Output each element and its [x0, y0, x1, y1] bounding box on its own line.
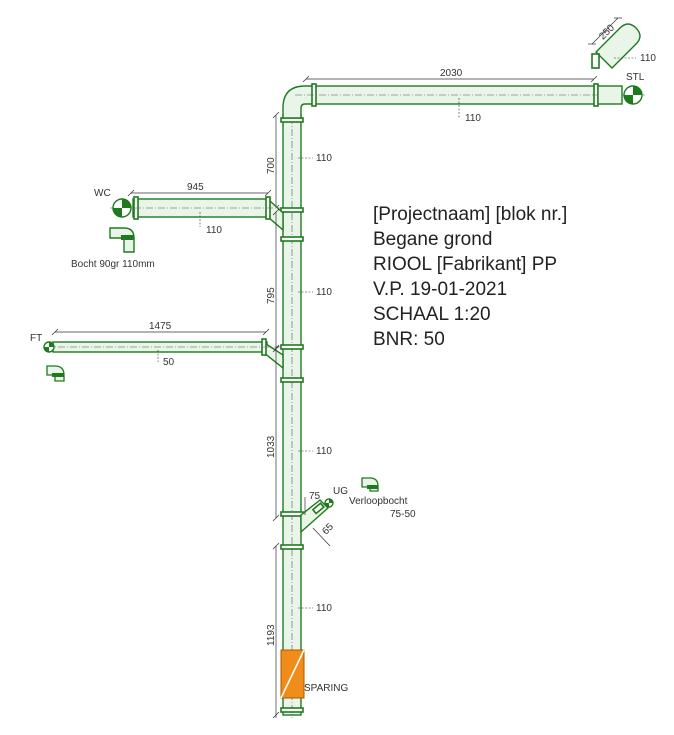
segment-1033: 1033 110 [266, 345, 332, 522]
dia-top-run: 110 [465, 113, 481, 124]
reducer-label-1: Verloopbocht [349, 496, 408, 507]
title-line-1: [Projectnaam] [blok nr.] [373, 204, 567, 225]
bend-label: Bocht 90gr 110mm [71, 259, 155, 270]
stl-pipe [597, 85, 623, 105]
dim-seg-2: 795 [266, 287, 277, 304]
reducer-icon [361, 477, 379, 492]
dia-seg-4: 110 [316, 603, 332, 614]
segment-1193: 1193 110 [266, 542, 332, 719]
title-line-2: Begane grond [373, 229, 492, 250]
stl-branch: 250 110 [588, 17, 656, 69]
dim-wc-branch: 945 [187, 182, 204, 193]
stl-branch-pipe [595, 23, 641, 69]
coupling [591, 53, 600, 69]
opening-label: SPARING [304, 683, 348, 694]
opening: SPARING [280, 649, 348, 699]
wc-label: WC [94, 188, 111, 199]
wc-branch: WC 945 110 Bocht 90gr 110mm [71, 182, 284, 270]
dim-ug-75: 75 [309, 491, 321, 502]
title-line-3: RIOOL [Fabrikant] PP [373, 254, 557, 275]
stl-label: STL [626, 72, 645, 83]
ug-branch: UG 75 65 Verloopbocht 75-50 [300, 477, 416, 547]
dim-ft-branch: 1475 [149, 321, 172, 332]
ft-branch: FT 1475 50 [30, 321, 284, 382]
wc-branch-pipe [132, 198, 271, 218]
dia-ft: 50 [163, 357, 175, 368]
dia-seg-2: 110 [316, 287, 332, 298]
dia-wc: 110 [206, 225, 222, 236]
ug-label: UG [333, 486, 348, 497]
dia-seg-3: 110 [316, 446, 332, 457]
title-line-6: BNR: 50 [373, 329, 445, 350]
coupling [311, 502, 325, 515]
dim-seg-3: 1033 [266, 435, 277, 458]
main-stack [280, 105, 304, 718]
coupling [280, 377, 304, 383]
title-line-4: V.P. 19-01-2021 [373, 279, 507, 300]
coupling [280, 207, 304, 213]
title-line-5: SCHAAL 1:20 [373, 304, 491, 325]
title-block: [Projectnaam] [blok nr.] Begane grond RI… [373, 204, 567, 350]
ft-label: FT [30, 333, 42, 344]
dia-stl: 110 [640, 53, 656, 64]
dim-seg-1: 700 [266, 157, 277, 174]
coupling [280, 236, 304, 242]
coupling [280, 511, 304, 517]
top-run: STL 2030 110 [282, 68, 645, 124]
coupling [280, 707, 304, 713]
coupling [280, 344, 304, 350]
reducer-label-2: 75-50 [390, 509, 416, 520]
dim-seg-4: 1193 [266, 624, 277, 646]
top-bend [282, 85, 314, 119]
coupling [280, 544, 304, 550]
dim-top-run: 2030 [440, 68, 463, 79]
dia-seg-1: 110 [316, 153, 332, 164]
dim-ug-65: 65 [320, 521, 336, 537]
